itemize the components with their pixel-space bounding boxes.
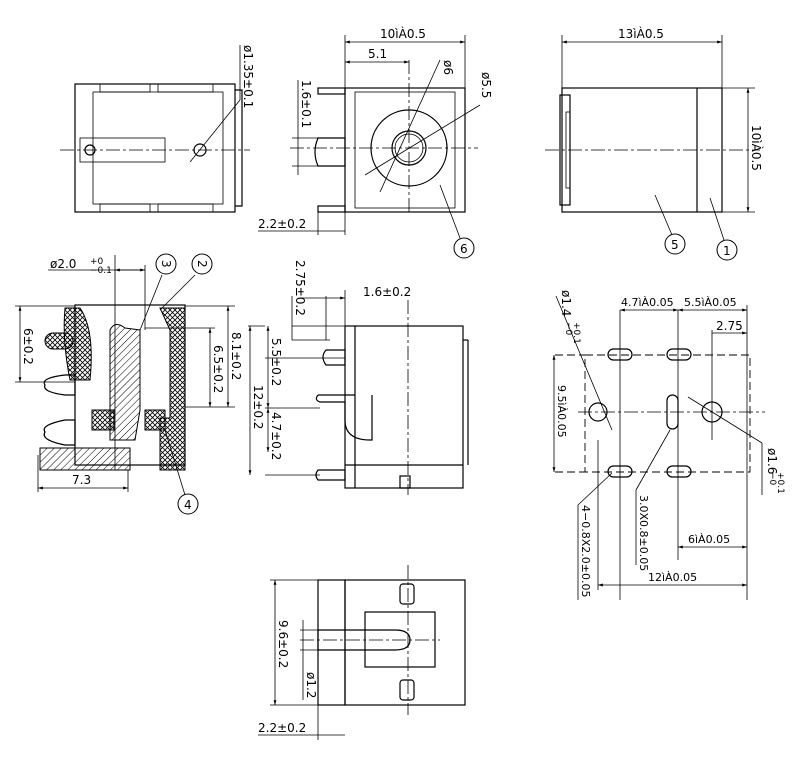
- dim-height: 10ìÀ0.5: [749, 125, 764, 171]
- dim-pin-offset: 2.2±0.2: [258, 217, 306, 231]
- callout-2: 2: [191, 253, 213, 275]
- svg-text:6: 6: [460, 242, 468, 256]
- svg-text:2: 2: [195, 260, 209, 268]
- dim-hole-right: ø1.6: [765, 448, 779, 474]
- dim-pcb-d1: 4.7ìÀ0.05: [621, 296, 674, 309]
- dim-height-b: 6.5±0.2: [211, 345, 225, 393]
- dim-center: 5.1: [368, 47, 387, 61]
- dim-pcb-d4: 9.5ìÀ0.05: [555, 385, 568, 438]
- dim-slot-center: 3.0X0.8±0.05: [637, 495, 650, 571]
- dim-side-d1: 2.75±0.2: [293, 260, 307, 316]
- dim-side-d3: 5.5±0.2: [269, 338, 283, 386]
- dim-bottom-pin-dia: ø1.2: [304, 672, 318, 698]
- dim-pcb-d2: 5.5ìÀ0.05: [684, 296, 737, 309]
- svg-text:5: 5: [671, 238, 679, 252]
- dim-pcb-d6: 12ìÀ0.05: [648, 571, 697, 584]
- dim-pin-tol-lower: −0.1: [90, 266, 112, 276]
- dim-hole-left-tol-lower: −0: [563, 322, 573, 336]
- callout-3: 3: [155, 253, 177, 275]
- view-pcb-layout: 4.7ìÀ0.05 5.5ìÀ0.05 2.75 9.5ìÀ0.05 ø1.4 …: [552, 290, 785, 600]
- callout-6: 6: [453, 237, 475, 259]
- dim-width: 10ìÀ0.5: [380, 26, 426, 41]
- dim-hole-right-tol-lower: −0: [767, 472, 777, 486]
- svg-text:4: 4: [184, 498, 192, 512]
- callout-4: 4: [177, 493, 199, 515]
- dim-side-d4: 4.7±0.2: [269, 412, 283, 460]
- dim-pcb-d5: 6ìÀ0.05: [688, 533, 730, 546]
- dim-hole-right-tol-upper: +0.1: [775, 472, 785, 494]
- dim-pcb-d3: 2.75: [716, 319, 743, 333]
- callout-5: 5: [664, 233, 686, 255]
- dim-base: 7.3: [72, 473, 91, 487]
- dim-pin-tol-upper: +0: [90, 257, 104, 267]
- dim-height-left: 6±0.2: [21, 328, 35, 365]
- dim-pin-dia: ø2.0: [50, 257, 76, 271]
- dim-dia-outer: ø6: [441, 60, 455, 75]
- dim-slots: 4−0.8X2.0±0.05: [579, 505, 592, 597]
- dim-length: 13ìÀ0.5: [618, 26, 664, 41]
- callout-1: 1: [716, 239, 738, 261]
- svg-text:1: 1: [723, 244, 731, 258]
- dim-height-a: 8.1±0.2: [229, 332, 243, 380]
- view-bottom: 9.6±0.2 ø1.2 2.2±0.2: [258, 565, 466, 740]
- dim-bottom-offset: 2.2±0.2: [258, 721, 306, 735]
- view-side-top: ø1.35±0.1: [60, 45, 255, 213]
- dim-side-d5: 12±0.2: [251, 385, 265, 429]
- dim-dia-inner: ø5.5: [479, 72, 493, 98]
- view-section: ø2.0 +0 −0.1 6±0.2 8.1±0.2 6.5±0.2 7.3 3…: [15, 253, 243, 515]
- dim-side-d2: 1.6±0.2: [363, 285, 411, 299]
- dim-hole-left-tol-upper: +0.1: [571, 322, 581, 344]
- svg-text:3: 3: [159, 260, 173, 268]
- dim-bottom-height: 9.6±0.2: [276, 620, 290, 668]
- dim-hole-left: ø1.4: [559, 290, 573, 316]
- view-end: 13ìÀ0.5 10ìÀ0.5 5 1: [545, 26, 764, 261]
- view-front: 10ìÀ0.5 5.1 1.6±0.1 ø6 ø5.5 2.2±0.2 6: [258, 26, 493, 259]
- dim-hole-dia: ø1.35±0.1: [241, 45, 255, 108]
- view-side: 2.75±0.2 1.6±0.2 5.5±0.2 4.7±0.2 12±0.2: [248, 260, 469, 495]
- dim-pin-height: 1.6±0.1: [299, 80, 313, 128]
